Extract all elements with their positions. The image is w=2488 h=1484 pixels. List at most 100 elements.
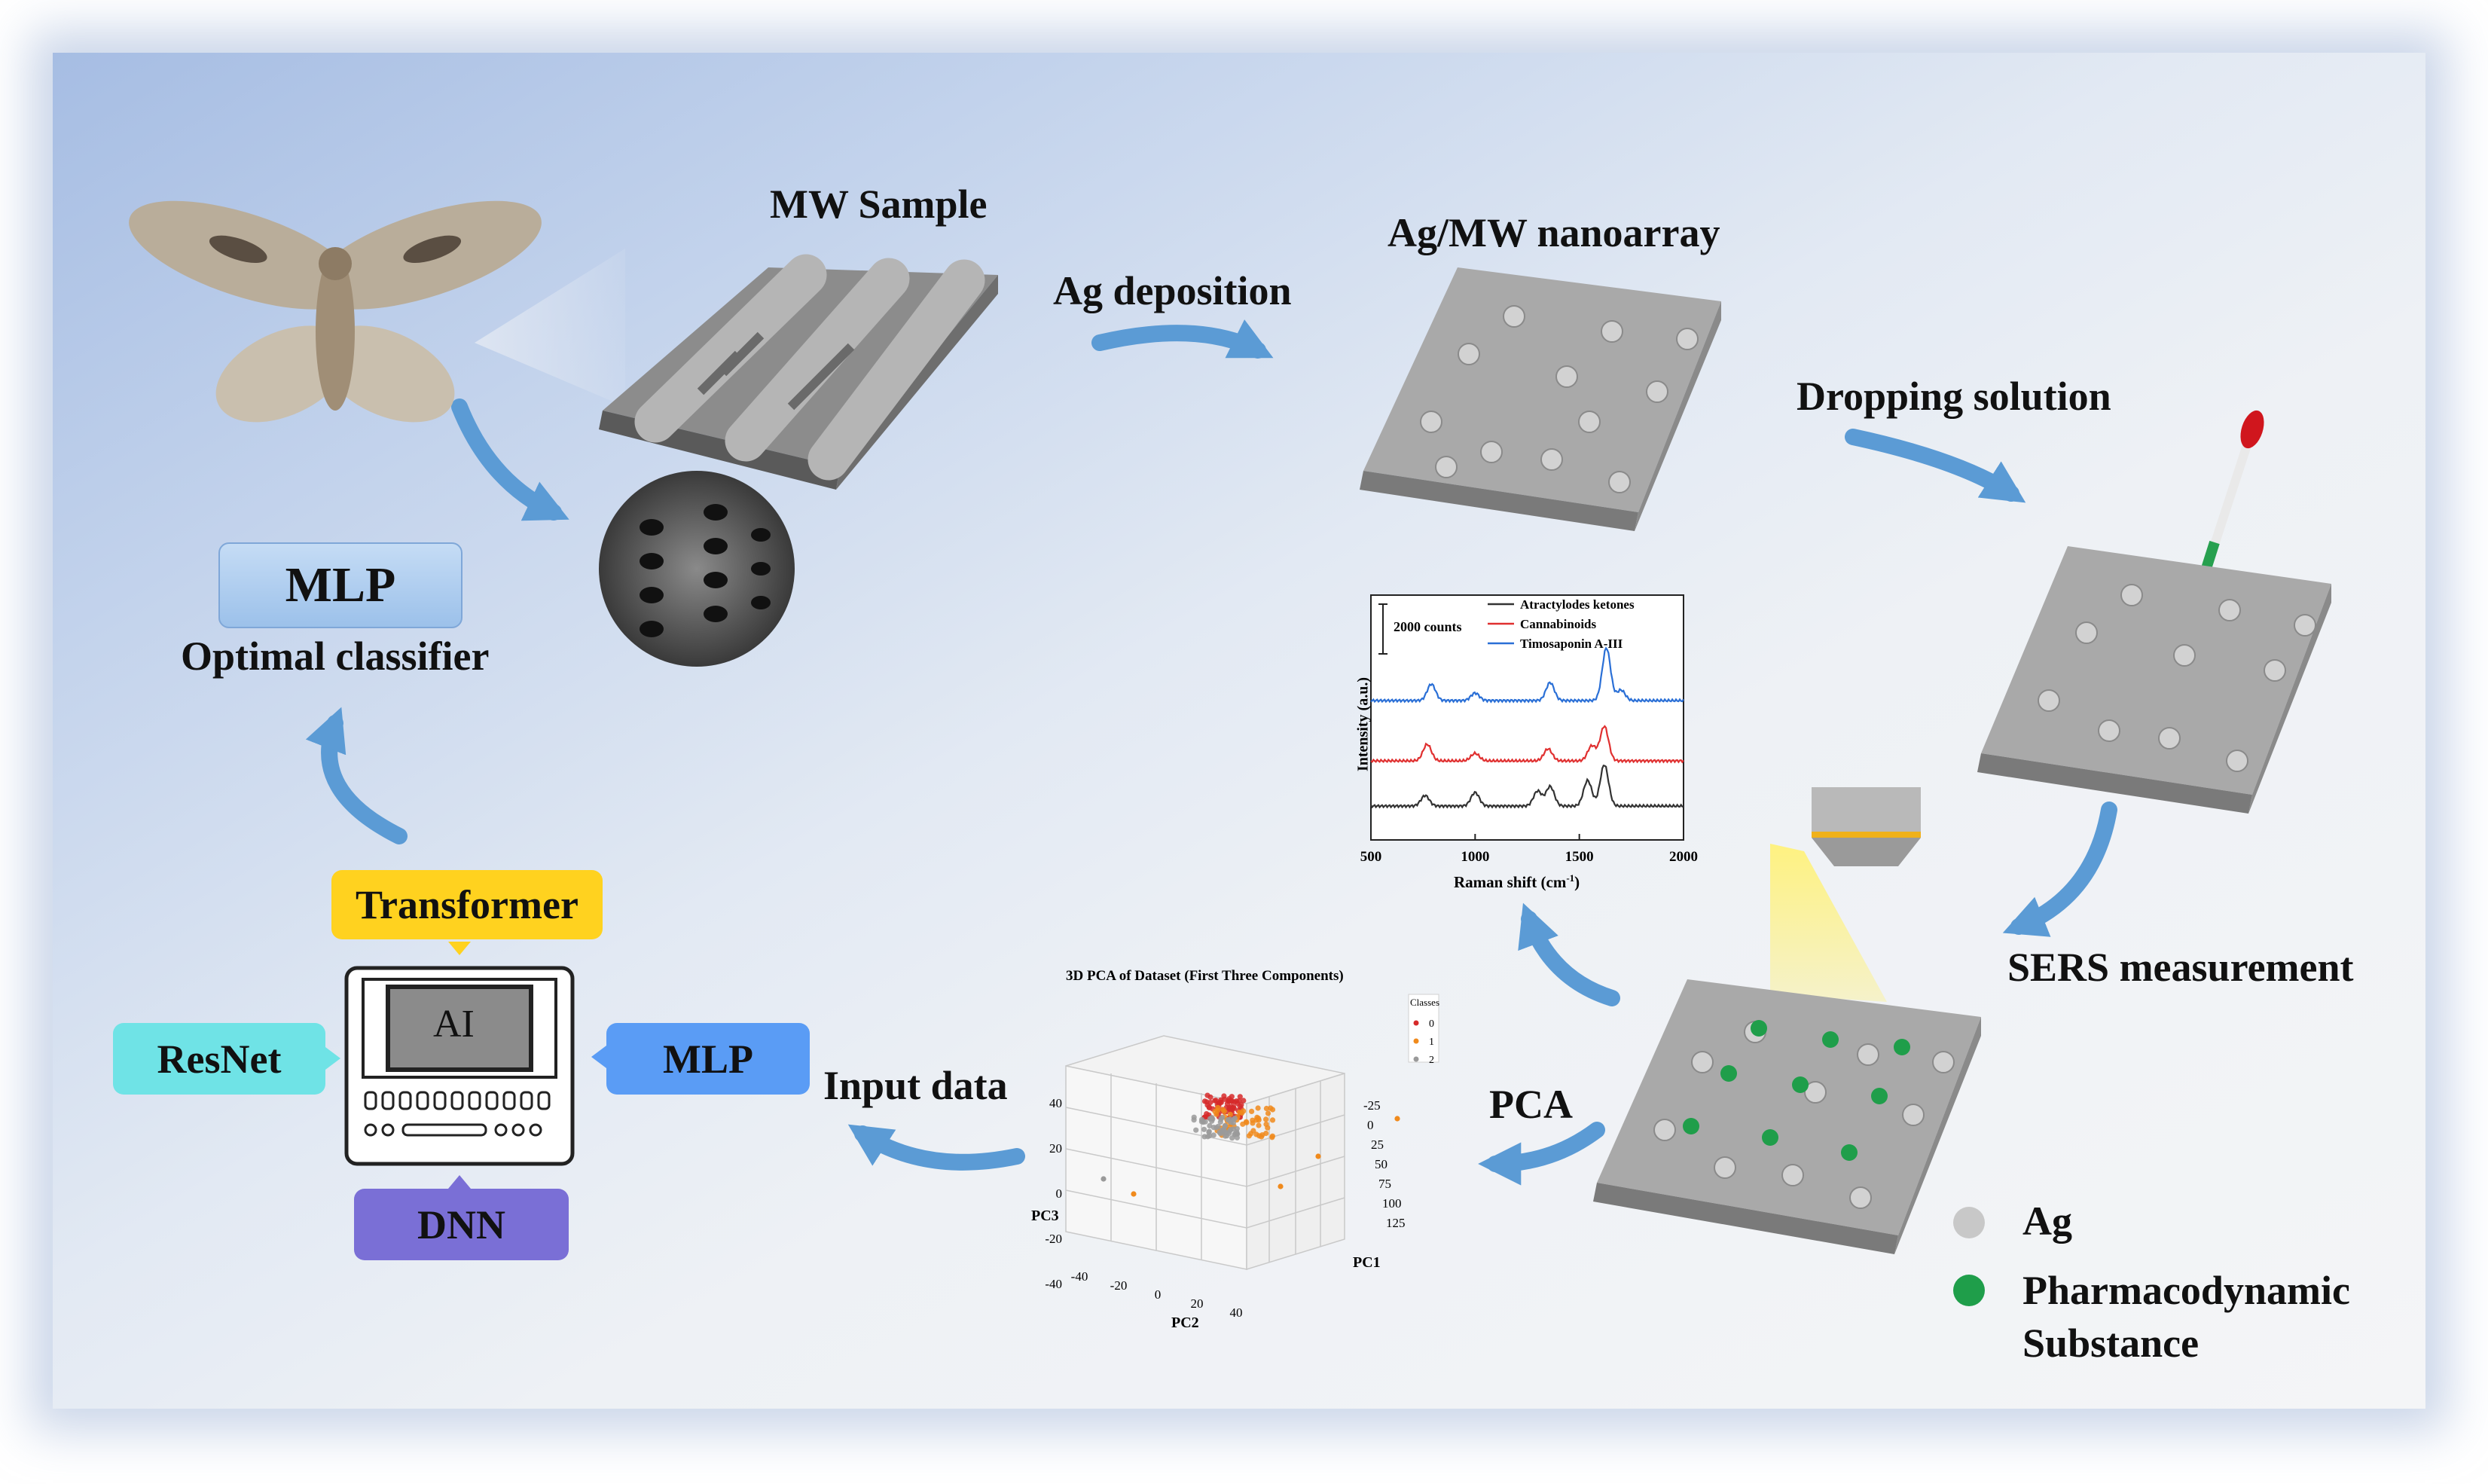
pca-point	[1226, 1128, 1233, 1134]
pc3-tick-label: -20	[1045, 1232, 1062, 1246]
pc3-tick-label: 0	[1056, 1186, 1063, 1201]
raman-xtick-label: 1500	[1565, 849, 1594, 865]
transformer-text: Transformer	[356, 882, 578, 927]
resnet-tail	[325, 1047, 340, 1070]
ai-screen-text: AI	[433, 1003, 475, 1046]
arrow-ag-deposition	[1091, 319, 1274, 359]
pc1-tick-label: 75	[1378, 1177, 1391, 1191]
pca-point	[1269, 1117, 1276, 1123]
mlp-bubble-text: MLP	[663, 1036, 753, 1082]
dropped-substrate	[1977, 546, 2331, 814]
raman-xlabel-main: Raman shift (cm	[1454, 873, 1567, 891]
pca-legend-marker	[1413, 1056, 1419, 1062]
pca-point	[1212, 1098, 1218, 1104]
pc2-tick-label: -20	[1110, 1278, 1128, 1293]
pca-point	[1202, 1119, 1208, 1125]
transformer-tail	[448, 942, 471, 955]
raman-plot-frame	[1370, 594, 1684, 841]
pca-point	[1228, 1119, 1234, 1125]
mw-sample-label: MW Sample	[770, 182, 988, 227]
pc1-tick-label: 125	[1386, 1216, 1406, 1230]
pca-legend-marker	[1413, 1038, 1419, 1044]
pca-outlier-point	[1101, 1176, 1107, 1182]
pca-point	[1219, 1128, 1225, 1134]
pca-point	[1250, 1128, 1256, 1134]
pca-legend-label: 0	[1429, 1018, 1434, 1030]
magnification-cone	[475, 249, 625, 407]
pca-outlier-point	[1315, 1153, 1321, 1159]
pca-point	[1229, 1098, 1235, 1104]
nanoarray-label: Ag/MW nanoarray	[1387, 210, 1720, 255]
arrow-to-sers	[2002, 802, 2117, 937]
flow-arrows	[305, 319, 2117, 1186]
pca-label: PCA	[1489, 1082, 1573, 1127]
pca-point	[1237, 1094, 1243, 1100]
pca-outlier-point	[1394, 1116, 1400, 1122]
mw-sample-block	[599, 254, 998, 490]
raman-legend-label: Timosaponin A-III	[1520, 637, 1623, 651]
pca-point	[1246, 1133, 1252, 1139]
pca-point	[1215, 1104, 1221, 1110]
pca-point	[1193, 1127, 1199, 1133]
pc3-tick-label: 40	[1049, 1096, 1062, 1110]
pca-point	[1265, 1110, 1271, 1116]
pca-legend-label: 2	[1429, 1055, 1434, 1066]
pca-legend-title: Classes	[1410, 997, 1439, 1008]
pca-point	[1253, 1131, 1259, 1137]
pc2-tick-label: -40	[1071, 1269, 1088, 1284]
pca-point	[1234, 1125, 1240, 1131]
dnn-tail	[448, 1175, 471, 1189]
pc3-label: PC3	[1031, 1208, 1059, 1224]
sers-measurement-label: SERS measurement	[2007, 945, 2354, 990]
pca-point	[1241, 1098, 1247, 1104]
pca-chart: 3D PCA of Dataset (First Three Component…	[1021, 960, 1442, 1352]
pc1-tick-label: 25	[1371, 1137, 1384, 1152]
arrow-pca	[1478, 1122, 1605, 1186]
pc2-tick-label: 20	[1191, 1296, 1204, 1311]
pca-point	[1220, 1107, 1226, 1113]
raman-xtick-label: 1000	[1461, 849, 1489, 865]
pca-point	[1227, 1111, 1233, 1117]
legend-ag-label: Ag	[2022, 1198, 2072, 1244]
legend-pharma-label-2: Substance	[2022, 1321, 2200, 1366]
legend-ag-dot	[1953, 1207, 1985, 1238]
pca-point	[1256, 1115, 1262, 1122]
raman-series-line	[1370, 725, 1684, 764]
pca-legend-label: 1	[1429, 1037, 1434, 1048]
legend-pharma-dot	[1953, 1275, 1985, 1306]
resnet-bubble: ResNet	[113, 1023, 325, 1095]
resnet-text: ResNet	[157, 1036, 282, 1082]
laser-objective	[1770, 787, 1921, 1002]
raman-series-line	[1370, 646, 1684, 704]
pca-point	[1263, 1116, 1269, 1122]
pca-outlier-point	[1131, 1191, 1137, 1197]
pca-title: 3D PCA of Dataset (First Three Component…	[1066, 968, 1344, 984]
pca-point	[1255, 1105, 1261, 1111]
mlp-classifier-text: MLP	[285, 557, 396, 612]
pca-point	[1222, 1122, 1228, 1128]
mlp-bubble: MLP	[606, 1023, 810, 1095]
pca-point	[1209, 1115, 1215, 1121]
pc2-tick-label: 0	[1155, 1287, 1162, 1302]
pca-point	[1256, 1122, 1262, 1128]
pc3-tick-label: -40	[1045, 1277, 1062, 1291]
pca-point	[1232, 1115, 1238, 1122]
pc1-tick-label: 0	[1367, 1118, 1374, 1132]
pca-legend-box	[1408, 994, 1439, 1063]
mlp-classifier-box: MLP	[218, 542, 462, 628]
moth-image	[129, 200, 542, 423]
ai-computer	[344, 966, 575, 1166]
arrow-to-raman	[1518, 902, 1620, 1006]
pca-point	[1236, 1098, 1242, 1104]
raman-xlabel: Raman shift (cm-1)	[1454, 872, 1580, 892]
dnn-text: DNN	[417, 1202, 505, 1247]
arrow-input-data	[847, 1124, 1025, 1171]
pca-point	[1218, 1116, 1224, 1122]
nanoarray-plate	[1360, 267, 1721, 531]
raman-legend-label: Atractylodes ketones	[1520, 597, 1635, 612]
pca-point	[1201, 1098, 1208, 1104]
arrow-dropping	[1845, 429, 2026, 503]
